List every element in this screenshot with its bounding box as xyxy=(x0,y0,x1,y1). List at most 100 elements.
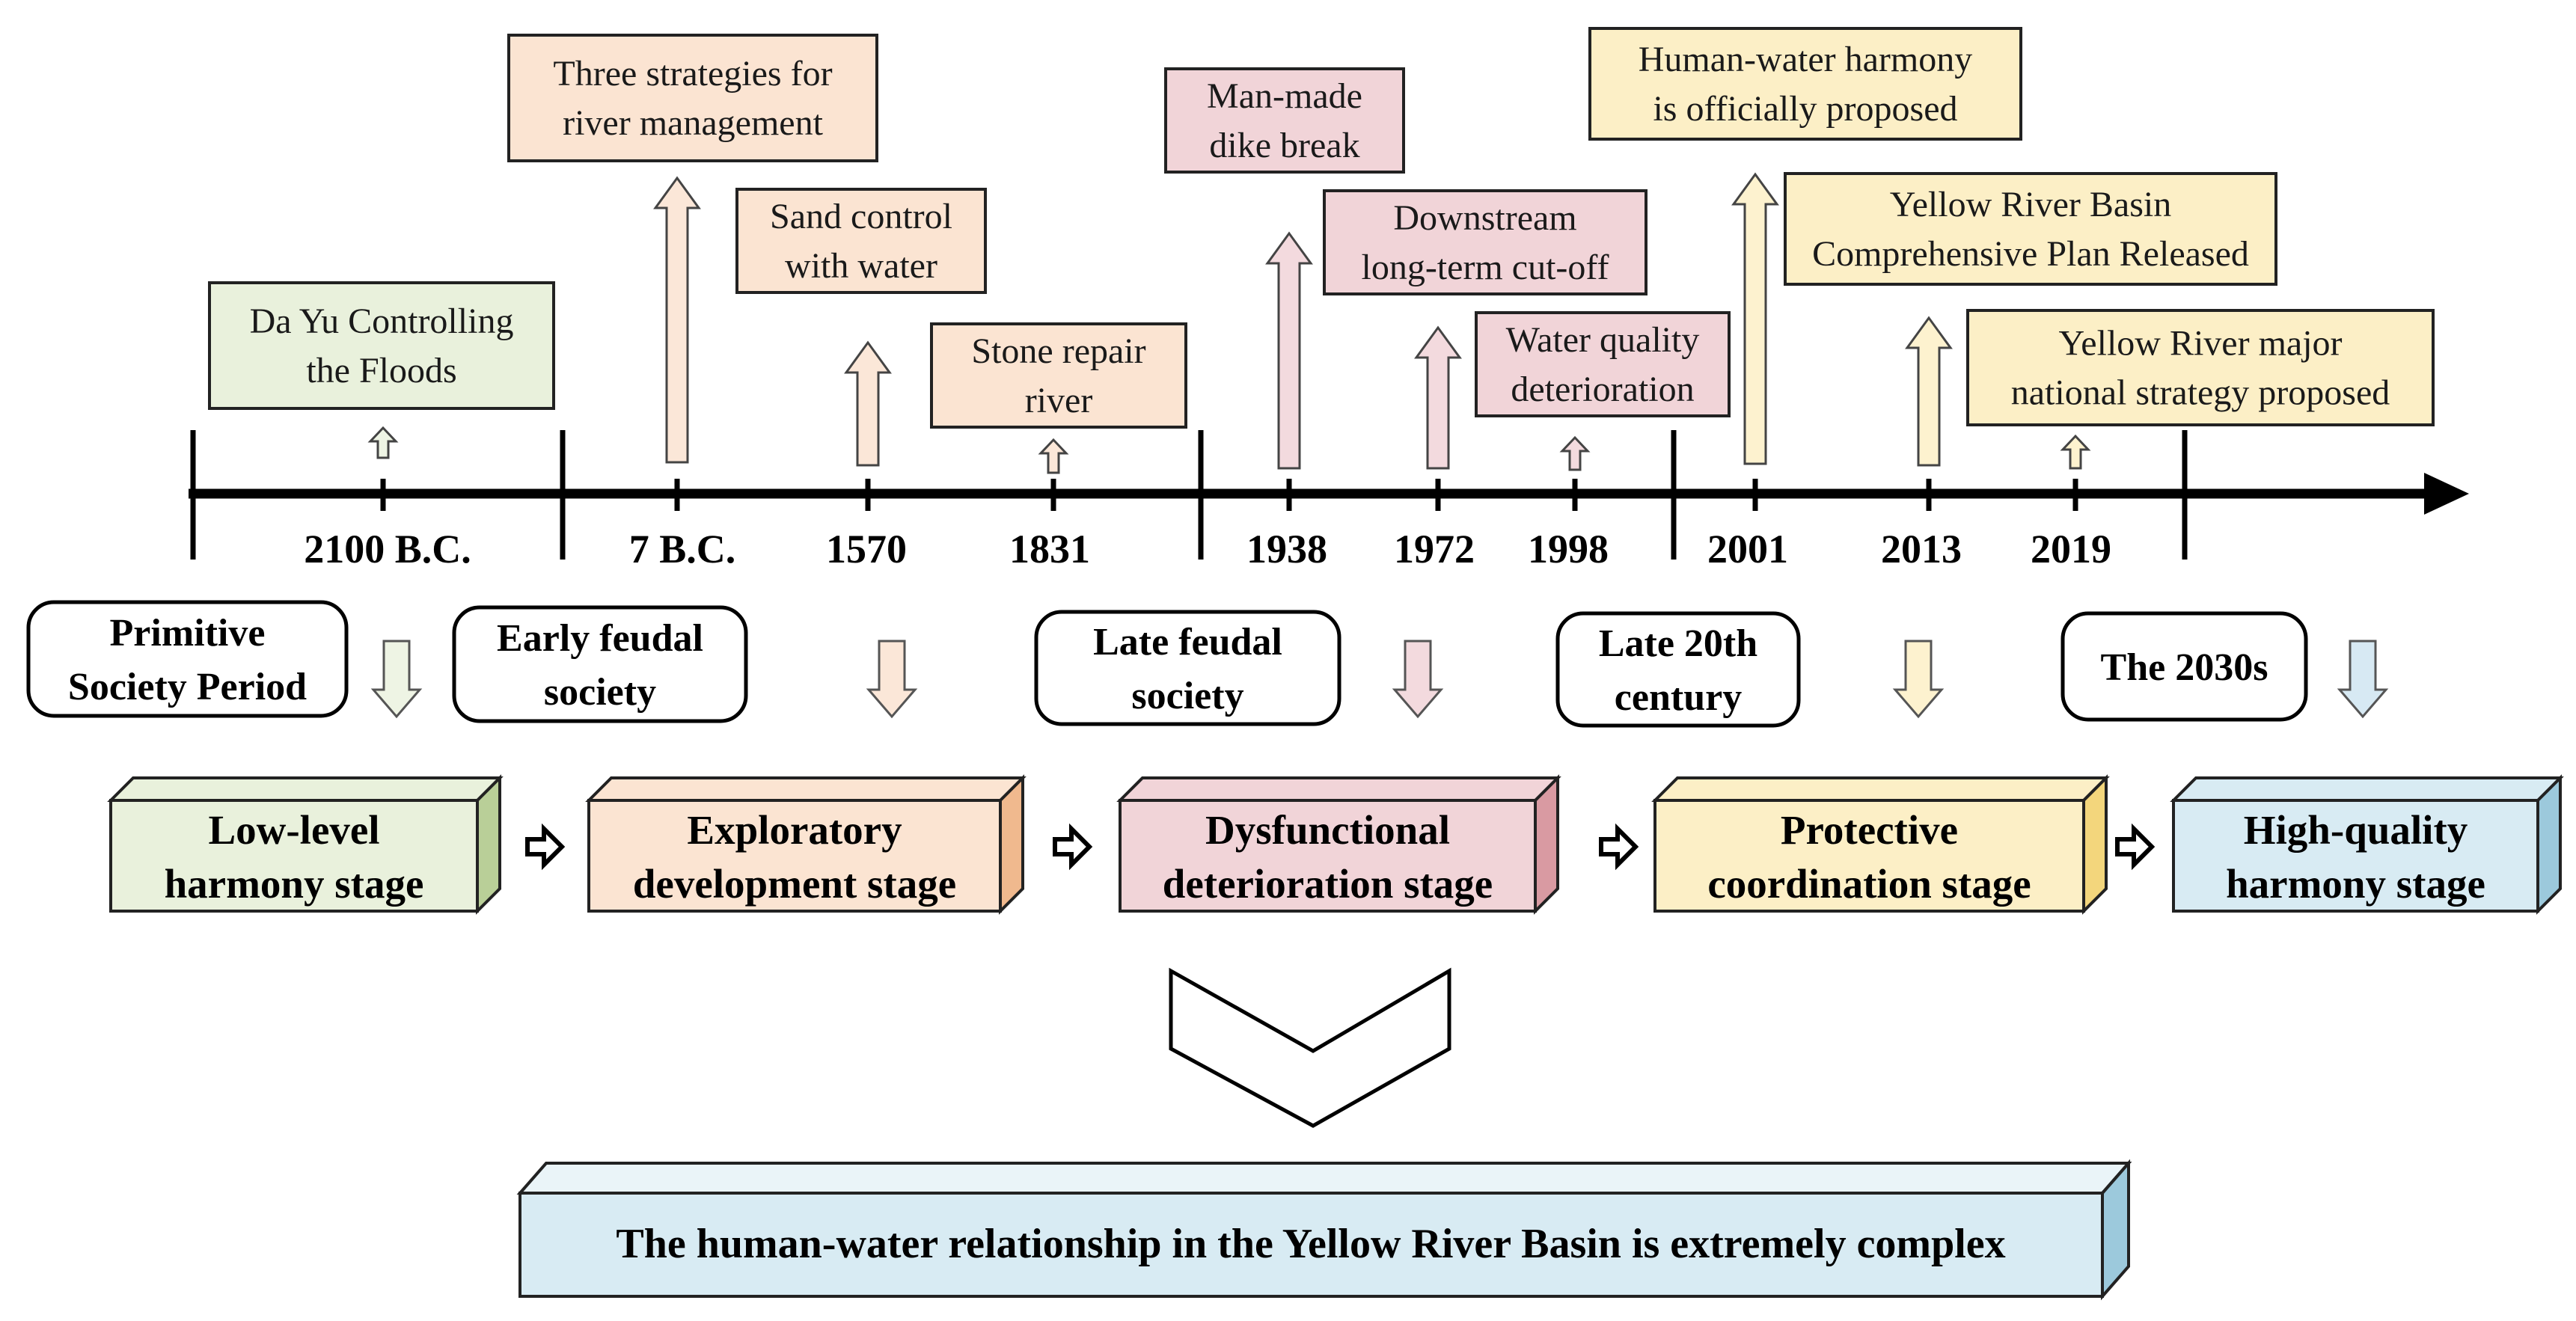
stage-block: High-quality harmony stage xyxy=(2170,774,2564,915)
period-label: The 2030s xyxy=(2061,611,2389,722)
stage-block-front xyxy=(1653,799,2085,913)
conclusion-box-front xyxy=(518,1192,2104,1298)
event-label: river xyxy=(1025,381,1093,420)
year-label: 1938 xyxy=(1246,527,1327,571)
event-label: dike break xyxy=(1209,126,1359,165)
stage-block-side xyxy=(2082,774,2108,915)
stage-label: deterioration stage xyxy=(1163,861,1493,907)
stage-block-top xyxy=(1651,776,2110,802)
right-arrow-icon xyxy=(2115,823,2156,871)
stage-label: development stage xyxy=(633,861,956,907)
period-text: Late 20th xyxy=(1599,622,1757,665)
conclusion-box-top xyxy=(516,1162,2132,1195)
stage-label: High-quality xyxy=(2244,807,2468,853)
timeline-arrowhead xyxy=(2424,473,2469,515)
up-arrow-icon xyxy=(367,426,399,459)
event-label: Downstream xyxy=(1393,198,1576,238)
event-box xyxy=(208,281,555,410)
period-label: Late 20th century xyxy=(1555,611,1945,728)
period-text: century xyxy=(1615,676,1742,719)
event-box xyxy=(1588,27,2022,141)
year-label: 1570 xyxy=(826,527,907,571)
event-label: Comprehensive Plan Released xyxy=(1812,234,2249,274)
down-arrow-icon xyxy=(1892,640,1945,719)
year-label: 7 B.C. xyxy=(629,527,736,571)
up-arrow-icon xyxy=(1559,435,1591,471)
right-arrow-icon xyxy=(1053,823,1093,871)
up-arrow-icon xyxy=(653,176,701,464)
event-label: Stone repair xyxy=(971,331,1145,371)
period-text: Primitive xyxy=(110,612,266,655)
stage-block-top xyxy=(1116,776,1561,802)
year-label: 2019 xyxy=(2031,527,2111,571)
stage-block-front xyxy=(587,799,1002,913)
stage-label: Dysfunctional xyxy=(1205,807,1450,853)
stage-block-side xyxy=(1534,774,1559,915)
up-arrow-icon xyxy=(844,340,892,467)
event-box xyxy=(1164,67,1405,174)
event-box xyxy=(1784,172,2277,286)
stage-block: Dysfunctional deterioration stage xyxy=(1116,774,1561,915)
year-label: 1998 xyxy=(1528,527,1609,571)
conclusion-box: The human-water relationship in the Yell… xyxy=(516,1159,2132,1301)
event-stone: Stone repair river xyxy=(930,322,1187,474)
period-text: The 2030s xyxy=(2101,646,2268,689)
period-text: society xyxy=(544,671,656,714)
stage-block-front xyxy=(1119,799,1537,913)
period-text: Early feudal xyxy=(497,617,703,660)
event-label: is officially proposed xyxy=(1653,89,1957,129)
period-text: Late feudal xyxy=(1093,621,1282,663)
up-arrow-icon xyxy=(1265,231,1313,470)
stage-label: harmony stage xyxy=(2226,861,2485,907)
right-arrow-icon xyxy=(525,823,566,871)
event-box xyxy=(507,34,878,162)
stage-label: Exploratory xyxy=(687,807,902,853)
down-arrow-icon xyxy=(2337,640,2389,719)
stage-block-top xyxy=(2170,776,2564,802)
up-arrow-icon xyxy=(2060,434,2091,470)
up-arrow-icon xyxy=(1905,316,1953,467)
period-box xyxy=(1034,610,1341,726)
stage-block-side xyxy=(999,774,1024,915)
stage-label: harmony stage xyxy=(165,861,424,907)
stage-block: Exploratory development stage xyxy=(585,774,1027,915)
event-label: with water xyxy=(785,246,937,286)
year-label: 1831 xyxy=(1009,527,1090,571)
period-text: society xyxy=(1131,675,1243,717)
event-label: national strategy proposed xyxy=(2011,373,2390,413)
event-label: Yellow River major xyxy=(2058,324,2342,364)
stage-block-front xyxy=(109,799,479,913)
right-arrow-icon xyxy=(1599,823,1639,871)
event-box xyxy=(735,188,987,294)
stage-label: Low-level xyxy=(208,807,379,853)
stage-group: Low-level harmony stage Exploratory develop… xyxy=(107,774,2564,915)
event-label: Da Yu Controlling xyxy=(250,301,514,341)
period-box xyxy=(1555,611,1801,728)
event-label: Three strategies for xyxy=(553,54,832,94)
year-label: 2013 xyxy=(1881,527,1962,571)
period-label: Early feudal society xyxy=(452,605,918,723)
stage-block-side xyxy=(476,774,501,915)
stage-block: Low-level harmony stage xyxy=(107,774,504,915)
event-box xyxy=(1966,309,2435,426)
event-label: deterioration xyxy=(1511,370,1694,409)
down-arrow-icon xyxy=(370,640,423,719)
event-label: Human-water harmony xyxy=(1639,40,1973,79)
year-label: 1972 xyxy=(1394,527,1475,571)
up-arrow-icon xyxy=(1038,438,1069,474)
up-arrow-icon xyxy=(1731,172,1779,465)
event-label: river management xyxy=(563,103,824,143)
event-box xyxy=(1475,311,1731,417)
stage-block-side xyxy=(2536,774,2562,915)
year-label: 2001 xyxy=(1707,527,1788,571)
event-harmony: Human-water harmony is officially propose… xyxy=(1588,27,2022,465)
